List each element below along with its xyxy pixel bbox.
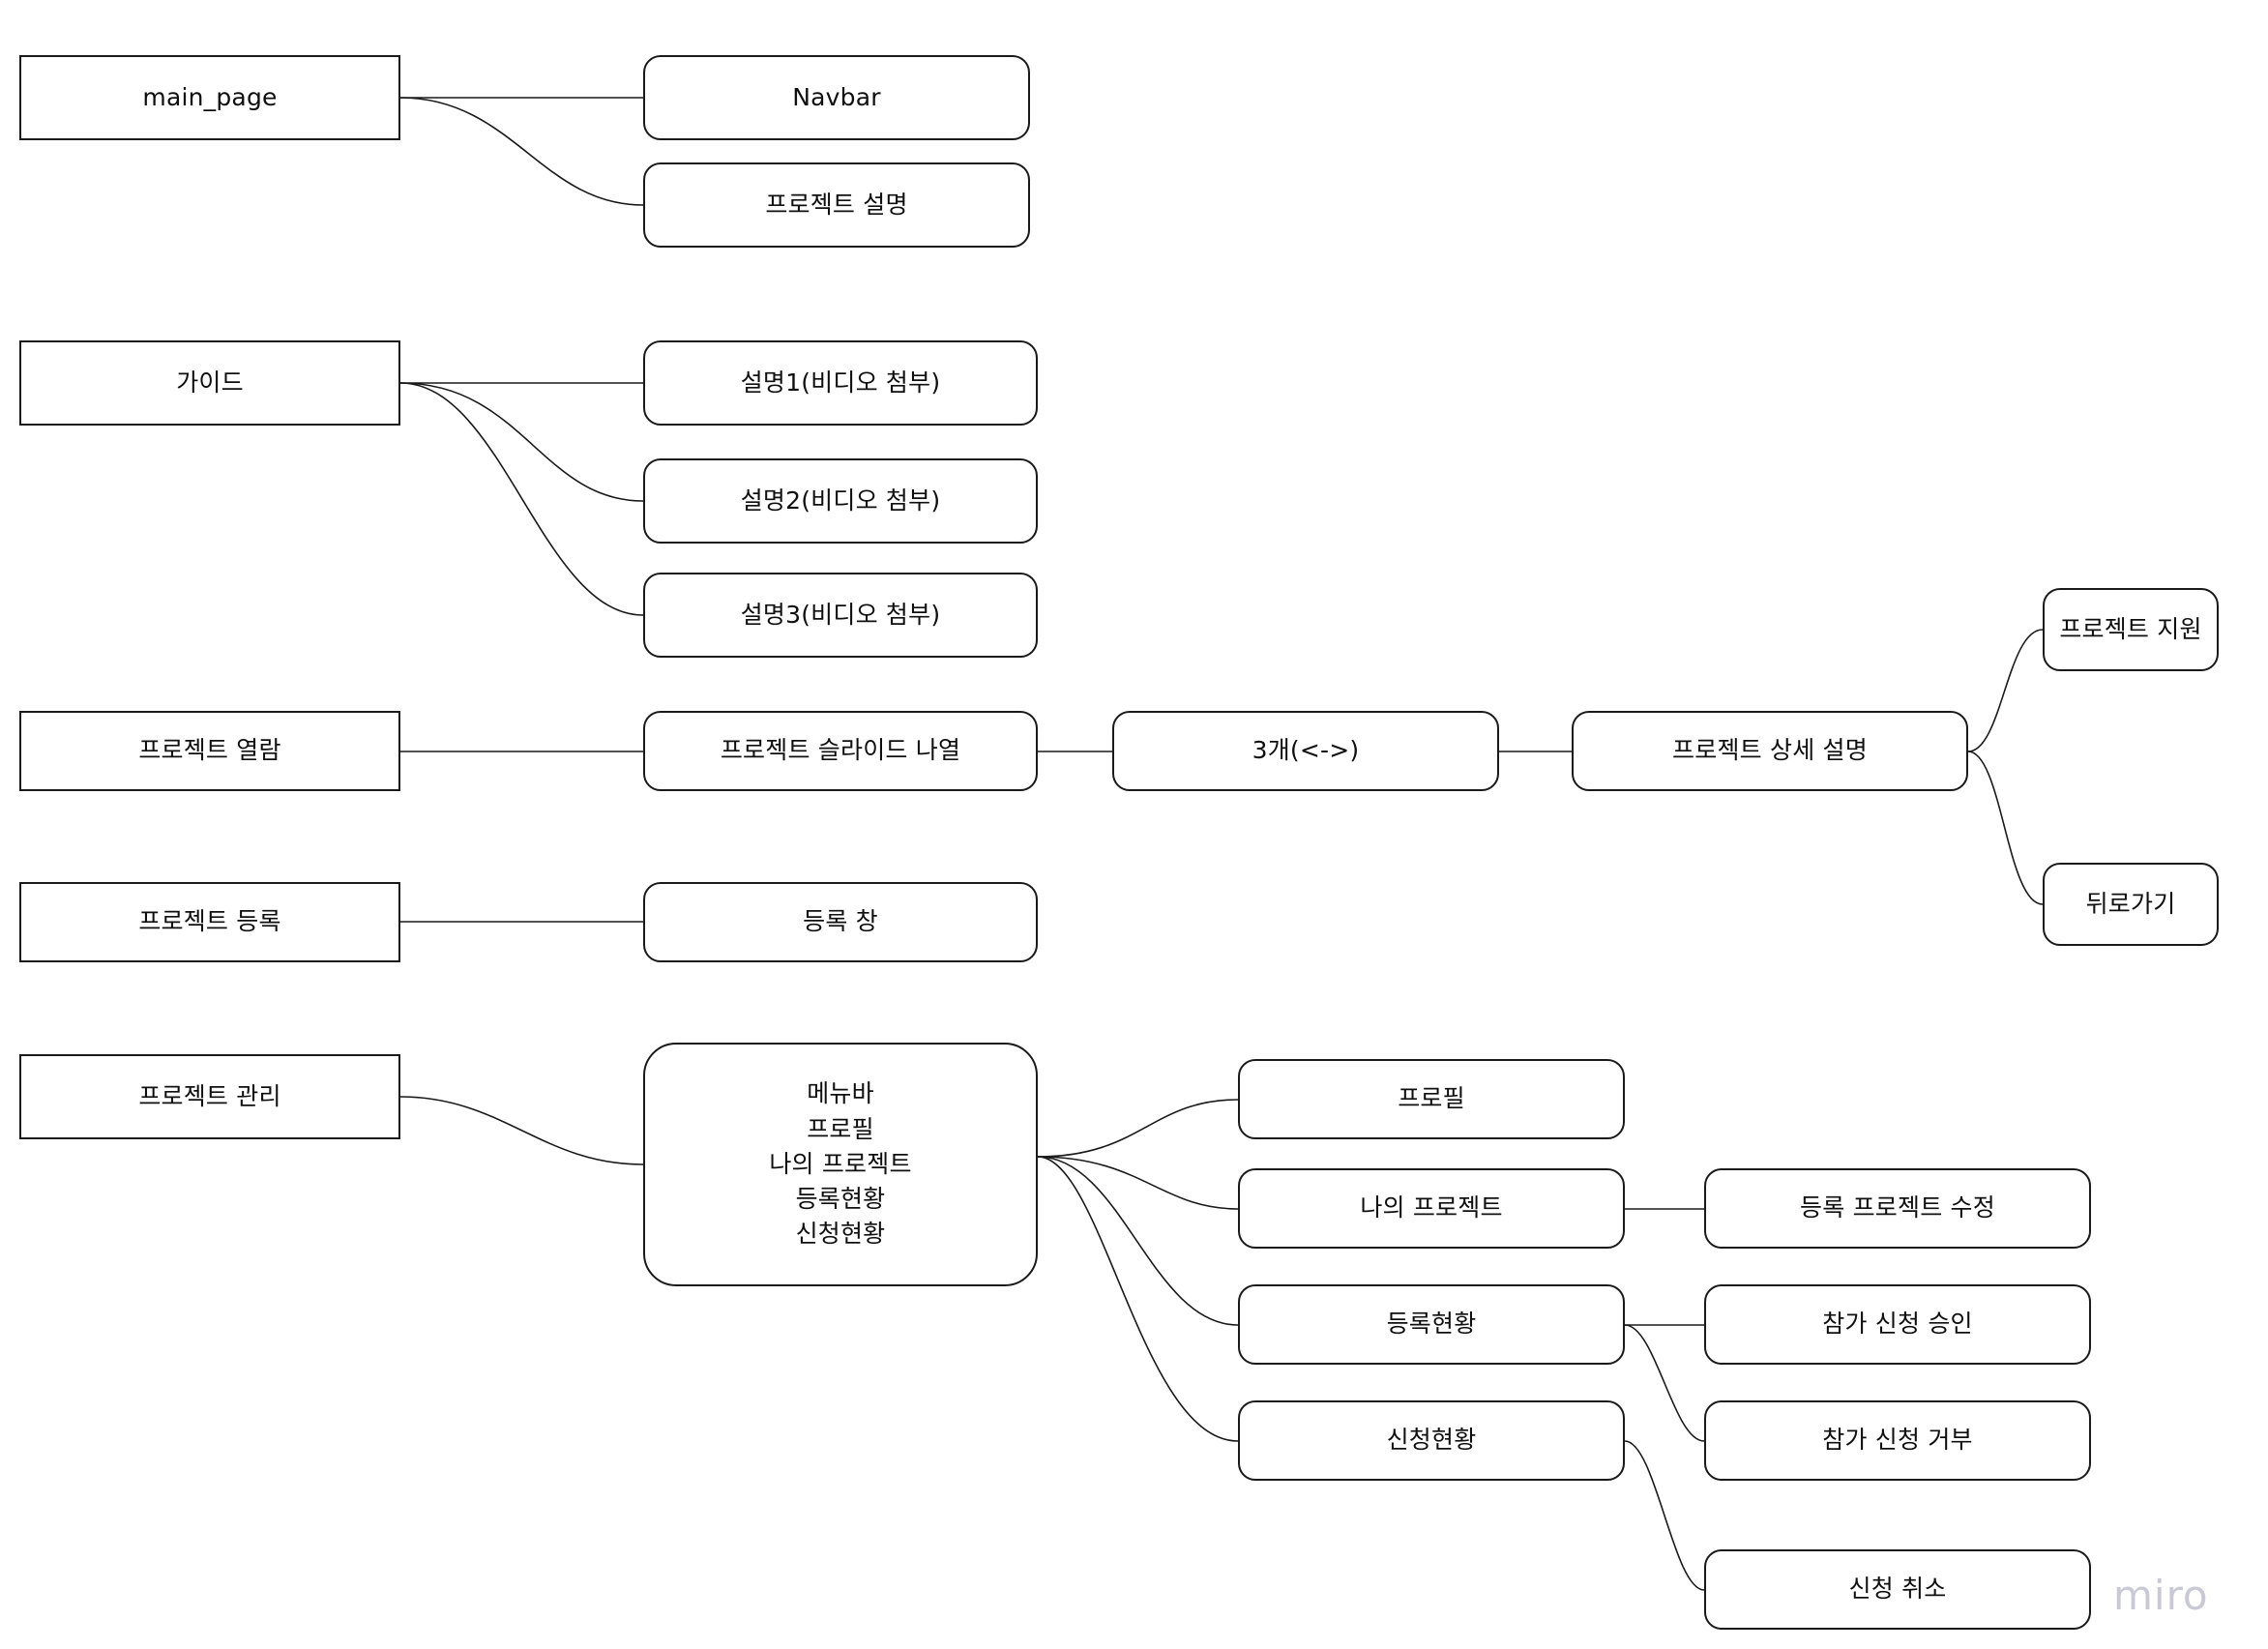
node-menubar[interactable]: 메뉴바 프로필 나의 프로젝트 등록현황 신청현황 xyxy=(643,1043,1038,1286)
node-register_status[interactable]: 등록현황 xyxy=(1238,1284,1625,1365)
node-cancel_apply[interactable]: 신청 취소 xyxy=(1704,1549,2091,1630)
node-my_project[interactable]: 나의 프로젝트 xyxy=(1238,1168,1625,1249)
edge-register_status-to-reject xyxy=(1624,1324,1705,1442)
node-three_items[interactable]: 3개(<->) xyxy=(1112,711,1499,791)
node-proj_detail[interactable]: 프로젝트 상세 설명 xyxy=(1572,711,1968,791)
edge-proj_detail-to-go_back xyxy=(1967,751,2044,905)
node-desc3[interactable]: 설명3(비디오 첨부) xyxy=(643,573,1038,658)
edge-menubar-to-register_status xyxy=(1037,1156,1239,1326)
edge-menubar-to-profile xyxy=(1037,1099,1239,1158)
node-guide[interactable]: 가이드 xyxy=(19,340,400,426)
node-register_win[interactable]: 등록 창 xyxy=(643,882,1038,962)
edge-guide-to-desc2 xyxy=(399,382,644,502)
node-go_back[interactable]: 뒤로가기 xyxy=(2043,863,2219,946)
node-proj_manage[interactable]: 프로젝트 관리 xyxy=(19,1054,400,1139)
node-navbar[interactable]: Navbar xyxy=(643,55,1030,140)
edge-proj_detail-to-proj_apply xyxy=(1967,629,2044,752)
node-reject[interactable]: 참가 신청 거부 xyxy=(1704,1400,2091,1481)
node-proj_register[interactable]: 프로젝트 등록 xyxy=(19,882,400,962)
node-proj_apply[interactable]: 프로젝트 지원 xyxy=(2043,588,2219,671)
node-desc1[interactable]: 설명1(비디오 첨부) xyxy=(643,340,1038,426)
edge-main_page-to-proj_desc xyxy=(399,97,644,206)
node-edit_project[interactable]: 등록 프로젝트 수정 xyxy=(1704,1168,2091,1249)
node-approve[interactable]: 참가 신청 승인 xyxy=(1704,1284,2091,1365)
edge-apply_status-to-cancel_apply xyxy=(1624,1440,1705,1591)
miro-watermark: miro xyxy=(2113,1572,2209,1619)
node-proj_browse[interactable]: 프로젝트 열람 xyxy=(19,711,400,791)
node-apply_status[interactable]: 신청현황 xyxy=(1238,1400,1625,1481)
node-proj_slide[interactable]: 프로젝트 슬라이드 나열 xyxy=(643,711,1038,791)
edge-guide-to-desc3 xyxy=(399,382,644,616)
node-main_page[interactable]: main_page xyxy=(19,55,400,140)
node-profile[interactable]: 프로필 xyxy=(1238,1059,1625,1139)
node-desc2[interactable]: 설명2(비디오 첨부) xyxy=(643,458,1038,544)
edge-proj_manage-to-menubar xyxy=(399,1096,644,1165)
edge-menubar-to-apply_status xyxy=(1037,1156,1239,1442)
edge-menubar-to-my_project xyxy=(1037,1156,1239,1210)
node-proj_desc[interactable]: 프로젝트 설명 xyxy=(643,162,1030,248)
